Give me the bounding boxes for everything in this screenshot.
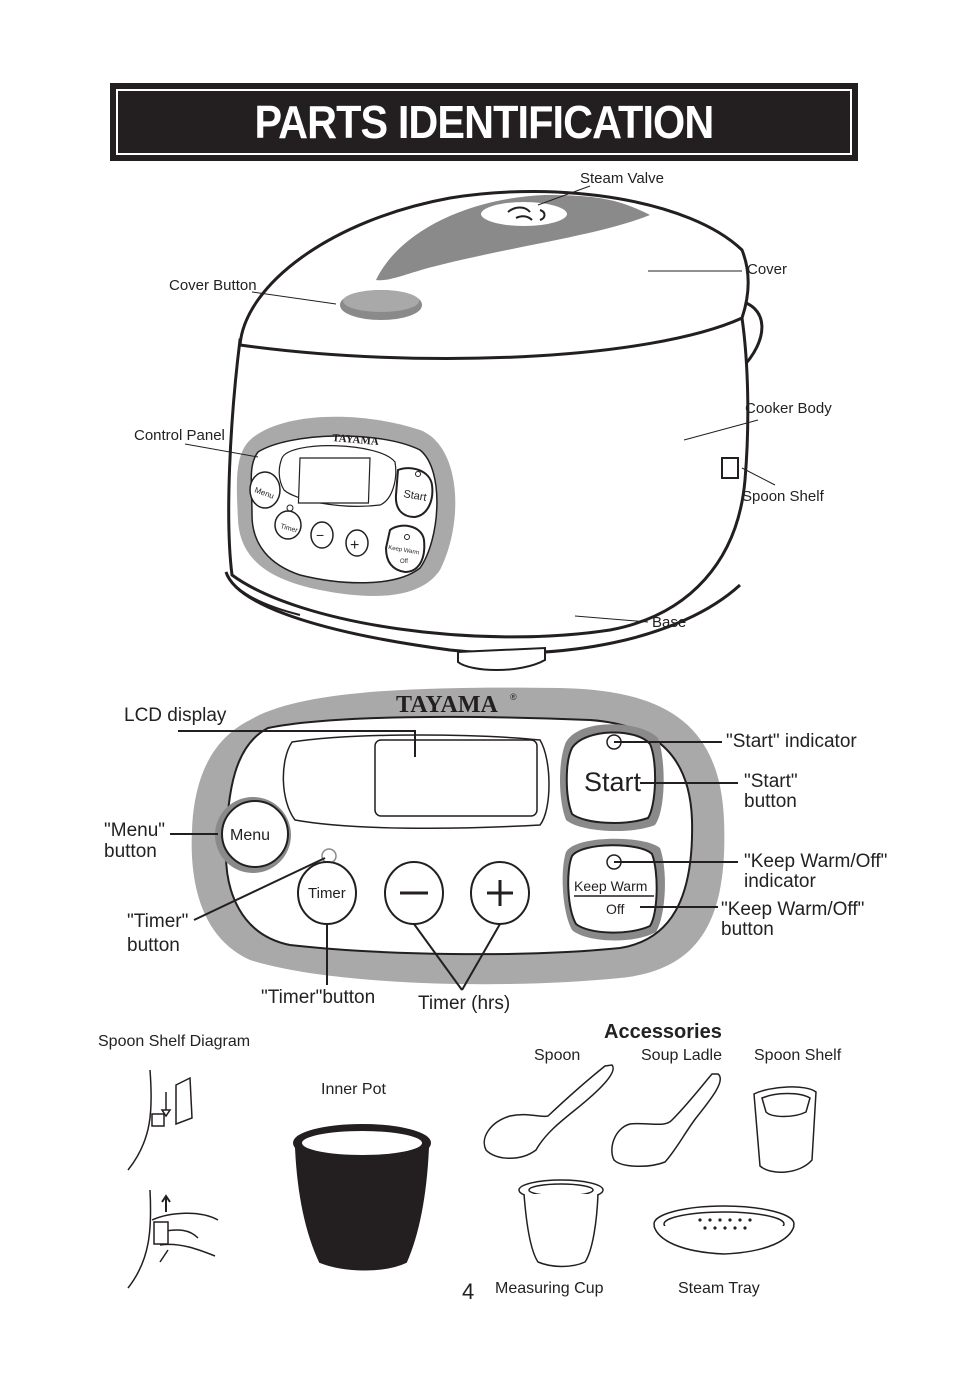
- steam-valve: [479, 200, 569, 228]
- accessories-illustrations: [483, 1064, 817, 1268]
- cooker-leader-lines: [184, 185, 776, 623]
- panel-start-label: Start: [584, 767, 642, 797]
- label-accessory-spoon-shelf: Spoon Shelf: [754, 1047, 842, 1064]
- label-measuring-cup: Measuring Cup: [495, 1280, 604, 1297]
- panel-brand: TAYAMA: [396, 692, 498, 718]
- label-timer-button-bottom: "Timer"button: [261, 987, 376, 1008]
- label-start-button-2: button: [744, 791, 797, 812]
- panel-timer-label: Timer: [308, 885, 346, 902]
- label-keepwarm-button-1: "Keep Warm/Off": [721, 899, 865, 920]
- label-spoon-shelf: Spoon Shelf: [742, 488, 824, 505]
- mini-keepwarm-label: Keep Warm: [388, 545, 420, 556]
- label-spoon: Spoon: [534, 1047, 581, 1064]
- spoon-drawing: [483, 1064, 614, 1159]
- accessories-heading: Accessories: [604, 1021, 722, 1043]
- panel-menu-label: Menu: [230, 827, 270, 844]
- start-button: [565, 731, 657, 824]
- label-timer-button-1: "Timer": [127, 911, 189, 932]
- mini-panel-text: TAYAMA Menu Timer − + Start Keep Warm Of…: [253, 432, 427, 565]
- soup-ladle-drawing: [611, 1073, 721, 1167]
- page-title: PARTS IDENTIFICATION: [254, 96, 715, 148]
- label-keepwarm-indicator-2: indicator: [744, 871, 816, 892]
- spoon-shelf-small: [721, 457, 739, 479]
- label-cover: Cover: [747, 261, 788, 278]
- control-panel-diagram: [191, 687, 725, 985]
- panel-off-label: Off: [606, 901, 625, 917]
- spoon-shelf-diagram: [127, 1069, 219, 1289]
- label-spoon-shelf-diagram: Spoon Shelf Diagram: [98, 1033, 251, 1050]
- label-menu-button-1: "Menu": [104, 820, 166, 841]
- panel-text: TAYAMA ® Start Menu Timer Keep Warm Off: [230, 692, 647, 917]
- cooker-foot: [457, 646, 546, 671]
- mini-start-label: Start: [402, 488, 427, 504]
- label-timer-button-2: button: [127, 935, 180, 956]
- mini-minus-label: −: [316, 527, 324, 543]
- label-timer-hrs: Timer (hrs): [418, 993, 511, 1014]
- lcd-display: [374, 739, 538, 817]
- rice-cooker-illustration: [224, 190, 764, 671]
- label-steam-valve: Steam Valve: [580, 170, 664, 187]
- measuring-cup-drawing: [523, 1193, 599, 1268]
- page-number: 4: [462, 1279, 475, 1304]
- label-soup-ladle: Soup Ladle: [641, 1047, 722, 1064]
- panel-leader-lines: [170, 730, 738, 991]
- title-frame: PARTS IDENTIFICATION: [116, 89, 852, 155]
- mini-timer-label: Timer: [279, 523, 298, 534]
- label-base: Base: [652, 614, 687, 631]
- label-lcd-display: LCD display: [124, 705, 227, 726]
- label-keepwarm-indicator-1: "Keep Warm/Off": [744, 851, 888, 872]
- label-start-button-1: "Start": [744, 771, 798, 792]
- panel-registered: ®: [510, 692, 517, 702]
- label-cover-button: Cover Button: [169, 277, 257, 294]
- cover-band: [376, 195, 650, 281]
- label-steam-tray: Steam Tray: [678, 1280, 760, 1297]
- keepwarm-button: [567, 844, 658, 934]
- label-menu-button-2: button: [104, 841, 157, 862]
- label-control-panel: Control Panel: [134, 427, 225, 444]
- label-cooker-body: Cooker Body: [745, 400, 832, 417]
- label-start-indicator: "Start" indicator: [726, 731, 857, 752]
- inner-pot-illustration: [293, 1124, 431, 1271]
- cooker-base: [224, 571, 742, 655]
- label-inner-pot: Inner Pot: [321, 1081, 386, 1098]
- title-banner: PARTS IDENTIFICATION: [110, 83, 858, 161]
- label-keepwarm-button-2: button: [721, 919, 774, 940]
- panel-keepwarm-label: Keep Warm: [574, 878, 647, 894]
- mini-off-label: Off: [400, 559, 408, 565]
- menu-button: [221, 800, 289, 868]
- mini-plus-label: +: [350, 537, 359, 554]
- mini-brand: TAYAMA: [332, 432, 380, 448]
- timer-indicator: [321, 848, 337, 864]
- steam-tray-drawing: [653, 1225, 795, 1255]
